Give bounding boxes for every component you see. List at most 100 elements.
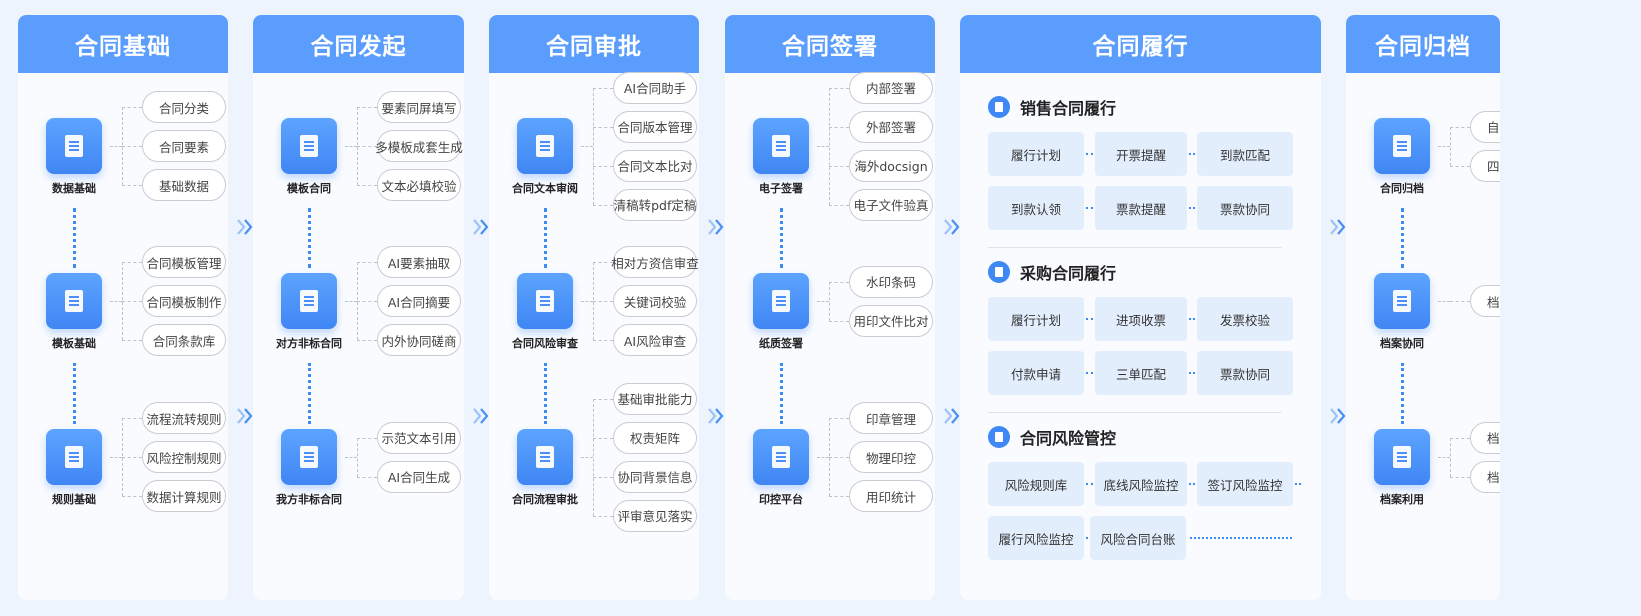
section-title-text: 销售合同履行 <box>1020 99 1117 118</box>
document-icon <box>1374 429 1430 485</box>
capability-pill[interactable]: 合同分类 <box>142 91 226 123</box>
capability-box[interactable]: 票款提醒 <box>1095 186 1187 230</box>
capability-pill[interactable]: 合同模板制作 <box>142 285 226 317</box>
section-title-text: 合同风险管控 <box>1020 429 1117 448</box>
capability-pill[interactable]: 印章管理 <box>849 402 933 434</box>
capability-pill[interactable]: 合同条款库 <box>142 324 226 356</box>
capability-pill[interactable]: 用印统计 <box>849 480 933 512</box>
document-glyph <box>300 290 318 312</box>
document-glyph <box>65 446 83 468</box>
capability-pill[interactable]: 四性检测 <box>1470 149 1500 182</box>
capability-pill[interactable]: 档案协同 <box>1470 285 1500 317</box>
connector <box>1438 301 1450 302</box>
column-title: 合同签署 <box>725 15 935 73</box>
capability-pill[interactable]: 文本必填校验 <box>377 169 461 201</box>
capability-pill[interactable]: 合同要素 <box>142 130 226 162</box>
group-node: 档案利用 <box>1374 429 1430 506</box>
capability-pill[interactable]: 流程流转规则 <box>142 402 226 434</box>
capability-box[interactable]: 履行风险监控 <box>988 516 1084 560</box>
link-dots <box>1190 537 1292 539</box>
document-icon <box>988 261 1010 283</box>
capability-pill[interactable]: 物理印控 <box>849 441 933 473</box>
capability-pill[interactable]: 水印条码 <box>849 265 933 298</box>
capability-pill[interactable]: 相对方资信审查 <box>611 246 699 278</box>
capability-pill[interactable]: 档案检索 <box>1470 421 1500 454</box>
connector <box>357 340 377 341</box>
capability-pill[interactable]: 自动归档 <box>1470 110 1500 143</box>
link-dots <box>1086 483 1093 485</box>
group-node: 对方非标合同 <box>276 273 342 350</box>
double-chevron-right-icon <box>708 219 724 235</box>
capability-box[interactable]: 履行计划 <box>988 297 1084 341</box>
capability-pill[interactable]: 要素同屏填写 <box>377 91 461 123</box>
capability-pill[interactable]: 档案借阅 <box>1470 460 1500 493</box>
connector <box>345 301 357 302</box>
document-icon <box>46 429 102 485</box>
group-link-dots <box>780 363 783 424</box>
connector <box>1450 437 1451 477</box>
group-node: 数据基础 <box>46 118 102 195</box>
capability-pill[interactable]: 权责矩阵 <box>613 421 697 454</box>
connector <box>110 457 122 458</box>
document-icon <box>46 273 102 329</box>
capability-pill[interactable]: 用印文件比对 <box>849 304 933 337</box>
capability-pill[interactable]: 内外协同磋商 <box>377 324 461 356</box>
capability-box[interactable]: 付款申请 <box>988 351 1084 395</box>
column-title: 合同履行 <box>960 15 1321 73</box>
group-link-dots <box>73 363 76 424</box>
column-6: 合同归档合同归档自动归档四性检测档案协同档案协同档案利用档案检索档案借阅 <box>1346 15 1500 600</box>
capability-box[interactable]: 进项收票 <box>1095 297 1187 341</box>
connector <box>1450 301 1470 302</box>
capability-box[interactable]: 底线风险监控 <box>1095 462 1187 506</box>
double-chevron-right-icon <box>944 408 960 424</box>
group-node: 规则基础 <box>46 429 102 506</box>
group-label: 档案协同 <box>1380 337 1424 350</box>
capability-pill[interactable]: 外部签署 <box>849 110 933 143</box>
capability-pill[interactable]: 海外docsign <box>849 149 933 182</box>
connector <box>593 262 613 263</box>
capability-box[interactable]: 风险规则库 <box>988 462 1084 506</box>
group-node: 合同文本审阅 <box>512 118 578 195</box>
group-node: 印控平台 <box>753 429 809 506</box>
capability-box[interactable]: 发票校验 <box>1197 297 1293 341</box>
capability-pill[interactable]: AI要素抽取 <box>377 246 461 278</box>
capability-pill[interactable]: 示范文本引用 <box>377 421 461 454</box>
connector <box>357 437 358 477</box>
capability-pill[interactable]: 清稿转pdf定稿 <box>613 188 697 221</box>
link-dots <box>1189 207 1195 209</box>
section-divider <box>988 247 1282 248</box>
capability-pill[interactable]: 内部签署 <box>849 71 933 104</box>
capability-pill[interactable]: 基础审批能力 <box>613 382 697 415</box>
group-link-dots <box>1401 363 1404 424</box>
section-title-text: 采购合同履行 <box>1020 264 1117 283</box>
group-label: 合同流程审批 <box>512 493 578 506</box>
capability-box[interactable]: 履行计划 <box>988 132 1084 176</box>
capability-pill[interactable]: 合同模板管理 <box>142 246 226 278</box>
capability-box[interactable]: 到款匹配 <box>1197 132 1293 176</box>
capability-pill[interactable]: AI合同摘要 <box>377 285 461 317</box>
capability-box[interactable]: 开票提醒 <box>1095 132 1187 176</box>
capability-pill[interactable]: 风险控制规则 <box>142 441 226 473</box>
capability-pill[interactable]: 多模板成套生成 <box>375 130 463 162</box>
capability-pill[interactable]: AI合同生成 <box>377 460 461 493</box>
capability-box[interactable]: 风险合同台账 <box>1090 516 1186 560</box>
connector <box>345 457 357 458</box>
capability-pill[interactable]: 合同文本比对 <box>613 149 697 182</box>
capability-pill[interactable]: AI合同助手 <box>613 71 697 104</box>
capability-pill[interactable]: 关键词校验 <box>613 285 697 317</box>
capability-pill[interactable]: 数据计算规则 <box>142 480 226 512</box>
document-glyph <box>1393 135 1411 157</box>
capability-pill[interactable]: 评审意见落实 <box>613 499 697 532</box>
capability-pill[interactable]: 合同版本管理 <box>613 110 697 143</box>
capability-pill[interactable]: AI风险审查 <box>613 324 697 356</box>
capability-box[interactable]: 票款协同 <box>1197 351 1293 395</box>
capability-pill[interactable]: 电子文件验真 <box>849 188 933 221</box>
capability-box[interactable]: 三单匹配 <box>1095 351 1187 395</box>
capability-box[interactable]: 到款认领 <box>988 186 1084 230</box>
capability-pill[interactable]: 基础数据 <box>142 169 226 201</box>
capability-pill[interactable]: 协同背景信息 <box>613 460 697 493</box>
capability-box[interactable]: 票款协同 <box>1197 186 1293 230</box>
capability-box[interactable]: 签订风险监控 <box>1197 462 1293 506</box>
